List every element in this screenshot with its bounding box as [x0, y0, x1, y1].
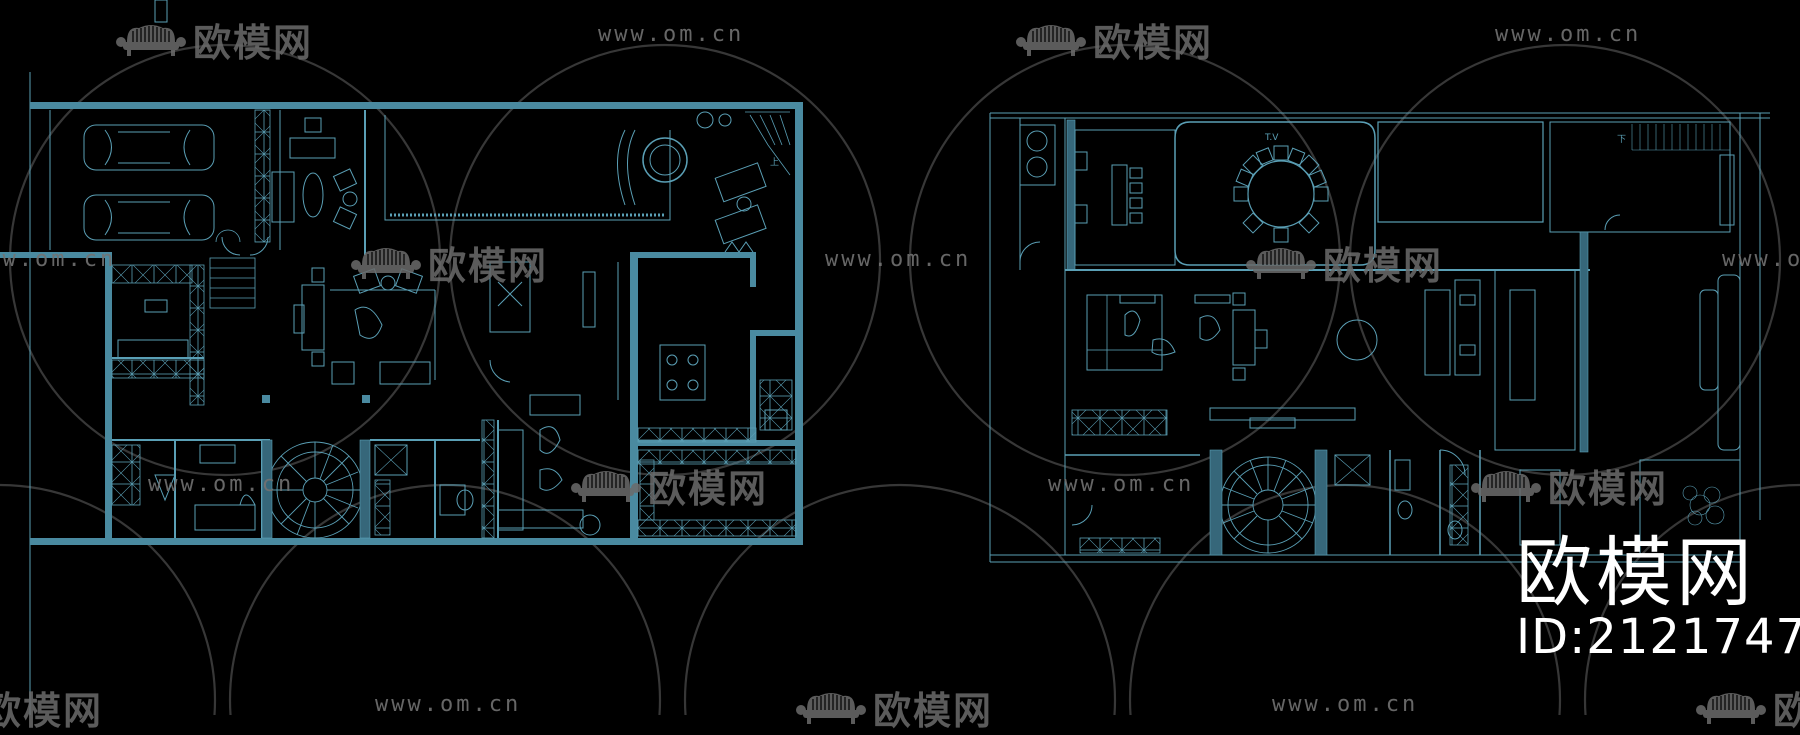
svg-text:上: 上 [770, 157, 779, 168]
sofa-logo-icon [1696, 692, 1766, 724]
watermark-logo: 欧模网 [1245, 235, 1443, 290]
sofa-logo-icon [1246, 247, 1316, 279]
svg-text:下: 下 [1617, 135, 1626, 145]
watermark-logo-text: 欧模网 [1773, 689, 1800, 733]
left-plan: 上 [0, 0, 803, 715]
watermark-logo: 欧模网 [1470, 458, 1668, 513]
watermark-logo-text: 欧模网 [1093, 21, 1214, 65]
watermark-logo-text: 欧模网 [1548, 467, 1669, 511]
sofa-logo-icon [796, 692, 866, 724]
watermark-logo-text: 欧模网 [1323, 244, 1444, 288]
watermark-url: www.om.cn [598, 22, 745, 47]
watermark-url: www.om.cn [0, 247, 117, 272]
watermark-url: www.om.cn [375, 692, 522, 717]
watermark-logo: 欧模网 [570, 458, 768, 513]
watermark-logo-text: 欧模网 [0, 689, 104, 733]
watermark-logo: 欧模网 [115, 12, 313, 67]
sofa-logo-icon [1471, 470, 1541, 502]
svg-text:T.V: T.V [1264, 133, 1279, 143]
sofa-logo-icon [571, 470, 641, 502]
watermark-url: www.om.cn [1722, 247, 1800, 272]
watermark-logo-text: 欧模网 [648, 467, 769, 511]
watermark-logo: 欧模网 [1695, 680, 1800, 735]
watermark-url: www.om.cn [1272, 692, 1419, 717]
watermark-url: www.om.cn [148, 472, 295, 497]
watermark-logo-text: 欧模网 [193, 21, 314, 65]
sofa-logo-icon [116, 24, 186, 56]
watermark-url: www.om.cn [825, 247, 972, 272]
watermark-logo: 欧模网 [350, 235, 548, 290]
watermark-logo: 欧模网 [1015, 12, 1213, 67]
sofa-logo-icon [1016, 24, 1086, 56]
watermark-logo-text: 欧模网 [428, 244, 549, 288]
sofa-logo-icon [351, 247, 421, 279]
watermark-url: www.om.cn [1495, 22, 1642, 47]
brand-title: 欧模网 [1516, 528, 1756, 617]
watermark-logo: 欧模网 [0, 680, 103, 735]
watermark-logo: 欧模网 [795, 680, 993, 735]
watermark-url: www.om.cn [1048, 472, 1195, 497]
floor-plan-drawing: 上 [0, 0, 1800, 715]
right-plan: T.V 下 [989, 112, 1770, 563]
watermark-logo-text: 欧模网 [873, 689, 994, 733]
brand-id-label: ID:2121747 [1516, 609, 1800, 665]
